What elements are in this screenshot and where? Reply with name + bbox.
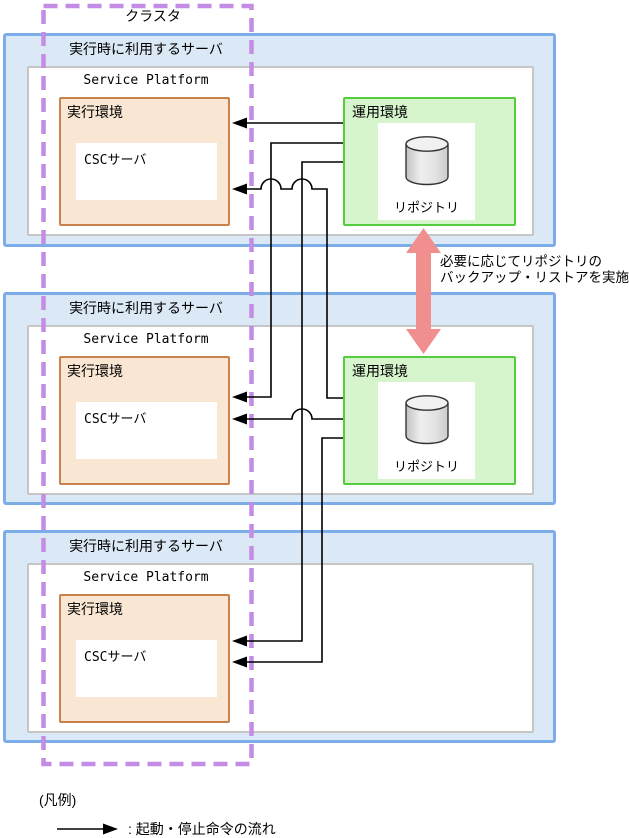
csc-server-label: CSCサーバ [84, 650, 147, 665]
csc-server-box: CSCサーバ [76, 640, 217, 697]
cluster-label: クラスタ [125, 8, 181, 24]
operation-environment-box: 運用環境 リポジトリ [343, 356, 516, 485]
backup-note-line2: バックアップ・リストアを実施 [440, 270, 629, 285]
execution-environment-box: 実行環境 CSCサーバ [59, 356, 230, 485]
execution-environment-label: 実行環境 [67, 104, 123, 120]
csc-server-box: CSCサーバ [76, 143, 217, 200]
service-platform-label: Service Platform [83, 73, 209, 88]
legend-arrowhead [103, 823, 118, 835]
service-platform-box: Service Platform 実行環境 CSCサーバ 運用環境 [27, 325, 534, 495]
server-box-2: 実行時に利用するサーバ Service Platform 実行環境 CSCサーバ… [3, 292, 556, 505]
service-platform-label: Service Platform [83, 570, 209, 585]
service-platform-label: Service Platform [83, 332, 209, 347]
server-title: 実行時に利用するサーバ [69, 300, 223, 316]
service-platform-box: Service Platform 実行環境 CSCサーバ [27, 563, 534, 733]
repository-box: リポジトリ [378, 382, 475, 479]
operation-environment-label: 運用環境 [352, 363, 408, 379]
legend-arrow-label: : 起動・停止命令の流れ [128, 821, 276, 837]
backup-note: 必要に応じてリポジトリの バックアップ・リストアを実施 [440, 254, 629, 286]
csc-server-label: CSCサーバ [84, 412, 147, 427]
legend-heading: (凡例) [39, 792, 77, 808]
server-box-1: 実行時に利用するサーバ Service Platform 実行環境 CSCサーバ… [3, 33, 556, 247]
repository-label: リポジトリ [393, 459, 459, 474]
operation-environment-label: 運用環境 [352, 104, 408, 120]
backup-note-line1: 必要に応じてリポジトリの [440, 254, 602, 269]
csc-server-box: CSCサーバ [76, 402, 217, 459]
csc-server-label: CSCサーバ [84, 153, 147, 168]
repository-cylinder-icon [405, 136, 449, 186]
execution-environment-label: 実行環境 [67, 363, 123, 379]
repository-label: リポジトリ [393, 200, 459, 215]
execution-environment-label: 実行環境 [67, 601, 123, 617]
operation-environment-box: 運用環境 リポジトリ [343, 97, 516, 226]
execution-environment-box: 実行環境 CSCサーバ [59, 594, 230, 723]
server-title: 実行時に利用するサーバ [69, 41, 223, 57]
repository-cylinder-icon [405, 395, 449, 445]
service-platform-box: Service Platform 実行環境 CSCサーバ 運用環境 [27, 66, 534, 236]
repository-box: リポジトリ [378, 123, 475, 220]
server-box-3: 実行時に利用するサーバ Service Platform 実行環境 CSCサーバ [3, 530, 556, 743]
server-title: 実行時に利用するサーバ [69, 538, 223, 554]
execution-environment-box: 実行環境 CSCサーバ [59, 97, 230, 226]
